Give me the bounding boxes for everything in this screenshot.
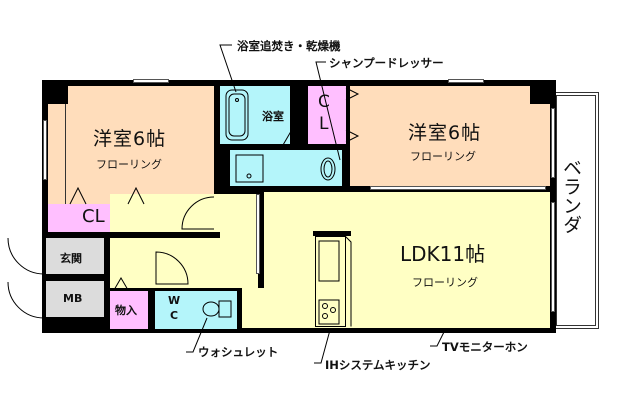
entrance-label: 玄関 — [60, 252, 82, 265]
storage — [110, 291, 148, 329]
storage-door-marker-icon — [113, 277, 129, 291]
sliding-door — [370, 186, 546, 190]
closet-right — [308, 86, 346, 144]
corner-pillar — [42, 80, 68, 104]
toilet-icon — [202, 300, 232, 318]
window — [551, 108, 555, 178]
western-room-right — [350, 86, 550, 186]
hall-wall — [104, 232, 220, 238]
ldk-title: LDK11帖 — [400, 242, 486, 266]
meter-box-label: MB — [63, 292, 83, 305]
entrance-door-icon — [7, 237, 45, 275]
kitchen-hood — [313, 231, 351, 236]
callout-tv-intercom: TVモニターホン — [442, 340, 528, 354]
balcony-label: ベランダ — [560, 158, 582, 234]
closet-left-label: CL — [82, 206, 105, 227]
callout-washlet: ウォシュレット — [198, 345, 279, 359]
hallway-lower — [110, 238, 258, 288]
callout-ih-kitchen: IHシステムキッチン — [325, 358, 431, 372]
balcony — [553, 92, 599, 329]
callout-bath-reheat-dryer: 浴室追焚き・乾燥機 — [237, 39, 341, 53]
western-room-right-floor: フローリング — [410, 150, 476, 163]
bath-door-marker-icon — [282, 132, 298, 146]
mb-door-icon — [7, 281, 45, 319]
western-room-left-title: 洋室6帖 — [93, 128, 167, 150]
callout-shampoo-dresser: シャンプードレッサー — [329, 56, 444, 70]
window — [43, 120, 47, 180]
window — [133, 79, 169, 83]
closet-right-label-bottom: L — [319, 114, 329, 134]
western-room-left — [48, 86, 214, 204]
corner-pillar-right — [530, 80, 556, 104]
wall-strip — [48, 104, 66, 204]
closet-door-marker-icon — [345, 87, 360, 143]
closet-door-marker-icon — [69, 186, 145, 205]
bathroom-label: 浴室 — [262, 110, 284, 123]
door-swing-icon — [155, 251, 189, 285]
closet-right-label-top: C — [318, 92, 330, 112]
bathtub-icon — [225, 89, 249, 141]
ldk-floor: フローリング — [412, 276, 478, 289]
meter-box — [46, 281, 104, 317]
sink-icon — [320, 157, 336, 181]
kitchen-counter-icon — [315, 236, 352, 327]
washing-machine-icon — [235, 154, 264, 183]
western-room-left-floor: フローリング — [96, 158, 162, 171]
toilet-label-top: W — [168, 294, 181, 307]
western-room-right-title: 洋室6帖 — [408, 122, 482, 144]
storage-label: 物入 — [115, 304, 137, 317]
ldk-left-extension — [242, 288, 266, 328]
toilet — [155, 291, 237, 329]
toilet-label-bottom: C — [170, 309, 179, 322]
bathroom — [220, 86, 290, 144]
door-swing-icon — [181, 196, 215, 230]
washroom — [230, 150, 342, 186]
sliding-door — [256, 194, 260, 274]
window — [551, 202, 555, 312]
ldk — [264, 192, 550, 328]
entrance — [46, 238, 104, 274]
window — [448, 79, 484, 83]
